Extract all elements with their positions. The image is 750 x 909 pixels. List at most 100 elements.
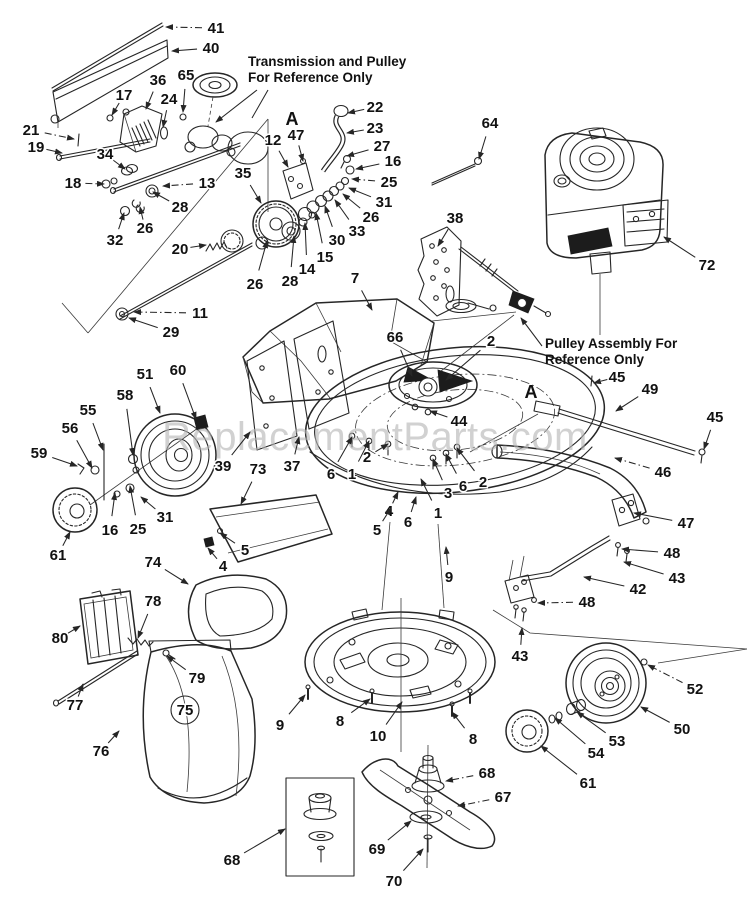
part-spindle-pulley bbox=[388, 361, 478, 409]
leader-line-2 bbox=[445, 349, 481, 381]
part-label-13: 13 bbox=[199, 175, 216, 192]
part-label-40: 40 bbox=[203, 40, 220, 57]
part-rear-skirt bbox=[491, 444, 650, 622]
part-axle-assembly bbox=[61, 118, 316, 334]
part-label-25: 25 bbox=[130, 521, 147, 538]
part-transmission-bracket bbox=[106, 105, 169, 153]
leader-line-78 bbox=[137, 613, 149, 639]
leader-line-51 bbox=[149, 386, 161, 414]
leader-line-10 bbox=[385, 701, 403, 725]
pulley-note-line1: Pulley Assembly For bbox=[545, 336, 678, 351]
leader-line-69 bbox=[387, 820, 412, 841]
part-label-38: 38 bbox=[447, 210, 464, 227]
part-label-2: 2 bbox=[487, 333, 495, 350]
part-label-5: 5 bbox=[373, 522, 381, 539]
part-shift-shaft bbox=[55, 133, 241, 217]
part-label-67: 67 bbox=[495, 789, 512, 806]
leader-line-18 bbox=[85, 180, 105, 187]
section-letter-a-deck: A bbox=[525, 382, 538, 402]
leader-line-55 bbox=[92, 422, 104, 451]
part-label-72: 72 bbox=[699, 257, 716, 274]
leader-line-50 bbox=[640, 706, 670, 723]
leader-line-46 bbox=[614, 457, 650, 469]
part-label-23: 23 bbox=[367, 120, 384, 137]
part-right-wheel bbox=[505, 642, 648, 753]
leader-line-15 bbox=[314, 212, 323, 244]
leader-line-8 bbox=[451, 711, 466, 729]
leader-line-30 bbox=[324, 205, 333, 227]
part-label-47: 47 bbox=[678, 515, 695, 532]
part-deck-cover bbox=[242, 298, 435, 404]
part-label-69: 69 bbox=[369, 841, 386, 858]
part-label-70: 70 bbox=[386, 873, 403, 890]
part-label-33: 33 bbox=[349, 223, 366, 240]
leader-line-48 bbox=[537, 599, 574, 606]
leader-line-12 bbox=[278, 150, 289, 168]
leader-line-6 bbox=[410, 496, 417, 513]
part-label-10: 10 bbox=[370, 728, 387, 745]
part-label-46: 46 bbox=[655, 464, 672, 481]
leader-line-79 bbox=[166, 655, 187, 671]
part-side-plates bbox=[246, 320, 350, 451]
part-scraper-bar bbox=[50, 22, 169, 128]
leader-line-68 bbox=[445, 775, 474, 783]
leader-line-43 bbox=[623, 561, 664, 575]
part-label-42: 42 bbox=[630, 581, 647, 598]
leader-line-14 bbox=[302, 222, 309, 256]
part-rod-64 bbox=[431, 156, 483, 186]
part-label-26: 26 bbox=[247, 276, 264, 293]
leader-line-35 bbox=[249, 184, 262, 204]
part-label-68: 68 bbox=[224, 852, 241, 869]
part-label-61: 61 bbox=[580, 775, 597, 792]
leader-line-76 bbox=[107, 730, 120, 744]
leader-line-59 bbox=[52, 457, 78, 467]
leader-line-41 bbox=[165, 24, 203, 31]
leader-line-31 bbox=[140, 496, 156, 510]
leader-line-2 bbox=[456, 447, 475, 472]
leader-line-16 bbox=[355, 163, 380, 171]
part-label-47: 47 bbox=[288, 127, 305, 144]
part-spring-78 bbox=[127, 637, 154, 647]
leader-line-43 bbox=[518, 627, 525, 645]
part-label-68: 68 bbox=[479, 765, 496, 782]
leader-line-77 bbox=[77, 683, 84, 697]
part-rod-49 bbox=[469, 375, 706, 464]
part-rod-77 bbox=[52, 650, 139, 707]
part-label-15: 15 bbox=[317, 249, 334, 266]
leader-line-11 bbox=[133, 309, 187, 316]
pulley-note-line2: Reference Only bbox=[545, 352, 645, 367]
leader-line-8 bbox=[350, 698, 371, 714]
part-label-73: 73 bbox=[250, 461, 267, 478]
part-label-2: 2 bbox=[363, 449, 371, 466]
circled-label-75-text: 75 bbox=[177, 702, 194, 719]
part-deck-skirt-line bbox=[309, 446, 593, 495]
leader-line-33 bbox=[334, 199, 350, 220]
leader-line-26 bbox=[138, 206, 145, 220]
part-label-45: 45 bbox=[609, 369, 626, 386]
leader-line-45 bbox=[703, 429, 712, 450]
part-label-41: 41 bbox=[208, 20, 225, 37]
leader-line-36 bbox=[145, 91, 154, 110]
leader-line-73 bbox=[240, 481, 253, 505]
leader-line-61 bbox=[62, 531, 71, 547]
leader-line-68 bbox=[243, 828, 286, 854]
section-letter-a-top: A bbox=[286, 109, 299, 129]
part-label-61: 61 bbox=[50, 547, 67, 564]
inset-box-adapter bbox=[285, 777, 355, 877]
part-label-79: 79 bbox=[189, 670, 206, 687]
part-label-28: 28 bbox=[172, 199, 189, 216]
leader-line-32 bbox=[118, 212, 125, 230]
part-label-53: 53 bbox=[609, 733, 626, 750]
part-transmission-pulley bbox=[179, 72, 269, 165]
part-label-29: 29 bbox=[163, 324, 180, 341]
leader-line-6 bbox=[445, 453, 457, 474]
leader-line-13 bbox=[162, 182, 194, 189]
part-label-3: 3 bbox=[444, 485, 452, 502]
part-label-28: 28 bbox=[282, 273, 299, 290]
leader-line-4 bbox=[392, 491, 399, 504]
part-label-74: 74 bbox=[145, 554, 162, 571]
leader-line-37 bbox=[294, 436, 301, 455]
leader-line-1 bbox=[420, 478, 433, 501]
part-mulch-cover bbox=[187, 574, 288, 650]
part-label-51: 51 bbox=[137, 366, 154, 383]
